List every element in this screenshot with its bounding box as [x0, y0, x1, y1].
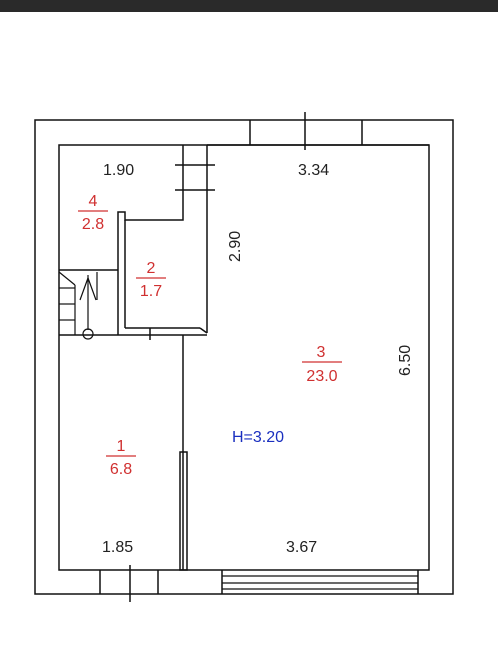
room-number: 1: [117, 438, 126, 455]
room-2-label: 2 1.7: [136, 260, 166, 300]
room-area: 6.8: [110, 461, 132, 478]
outer-wall-outer: [34, 119, 454, 595]
outer-wall-inner: [58, 144, 430, 571]
ceiling-height-label: H=3.20: [232, 429, 284, 446]
room-number: 3: [317, 344, 326, 361]
dimension-vertical-mid: 2.90: [227, 231, 244, 262]
dimension-bottom-left: 1.85: [102, 539, 133, 556]
dimension-top-left: 1.90: [103, 162, 134, 179]
staircase: [58, 269, 118, 340]
room-area: 1.7: [140, 283, 162, 300]
balcony-door-bottom: [221, 570, 419, 594]
room-4-label: 4 2.8: [78, 193, 108, 233]
partition-upper: [175, 144, 429, 333]
window-bottom-left: [99, 565, 159, 602]
room-number: 4: [89, 193, 98, 210]
window-top: [249, 112, 363, 150]
room-3-label: 3 23.0: [302, 344, 342, 385]
top-bar: [0, 0, 498, 12]
bathroom-walls: [117, 211, 208, 340]
room-area: 2.8: [82, 216, 104, 233]
room-area: 23.0: [306, 368, 337, 385]
room-1-label: 1 6.8: [106, 438, 136, 478]
dimension-vertical-right: 6.50: [397, 345, 414, 376]
room-number: 2: [147, 260, 156, 277]
partition-lower: [179, 335, 188, 571]
dimension-bottom-right: 3.67: [286, 539, 317, 556]
dimension-top-right: 3.34: [298, 162, 329, 179]
